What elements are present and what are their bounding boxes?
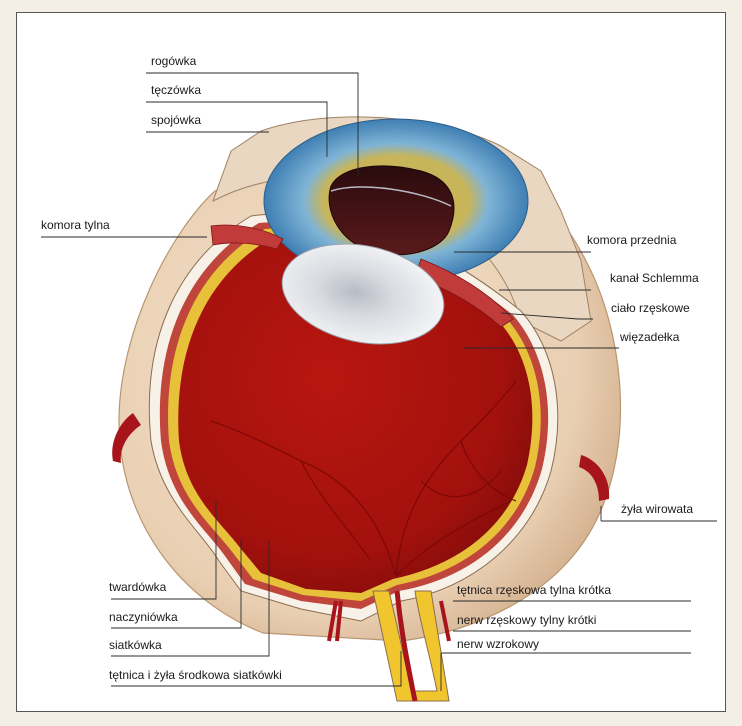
- label-naczyniowka: naczyniówka: [109, 610, 178, 624]
- label-tetnica-zyla: tętnica i żyła środkowa siatkówki: [109, 668, 282, 682]
- figure-frame: rogówka tęczówka spojówka komora tylna k…: [16, 12, 726, 712]
- label-wiezadelka: więzadełka: [619, 330, 680, 344]
- label-nerw-rzeskowy: nerw rzęskowy tylny krótki: [457, 613, 596, 627]
- label-spojowka: spojówka: [151, 113, 201, 127]
- label-twardowka: twardówka: [109, 580, 167, 594]
- label-teczowka: tęczówka: [151, 83, 201, 97]
- eye-anatomy-diagram: rogówka tęczówka spojówka komora tylna k…: [17, 13, 727, 713]
- label-kanal-schlemma: kanał Schlemma: [610, 271, 699, 285]
- label-zyla-wirowata: żyła wirowata: [621, 502, 693, 516]
- label-rogowka: rogówka: [151, 54, 197, 68]
- label-siatkowka: siatkówka: [109, 638, 162, 652]
- label-cialo-rzeskowe: ciało rzęskowe: [611, 301, 690, 315]
- label-komora-tylna: komora tylna: [41, 218, 110, 232]
- label-nerw-wzrokowy: nerw wzrokowy: [457, 637, 539, 651]
- label-komora-przednia: komora przednia: [587, 233, 677, 247]
- label-tetnica-rzeskowa: tętnica rzęskowa tylna krótka: [457, 583, 611, 597]
